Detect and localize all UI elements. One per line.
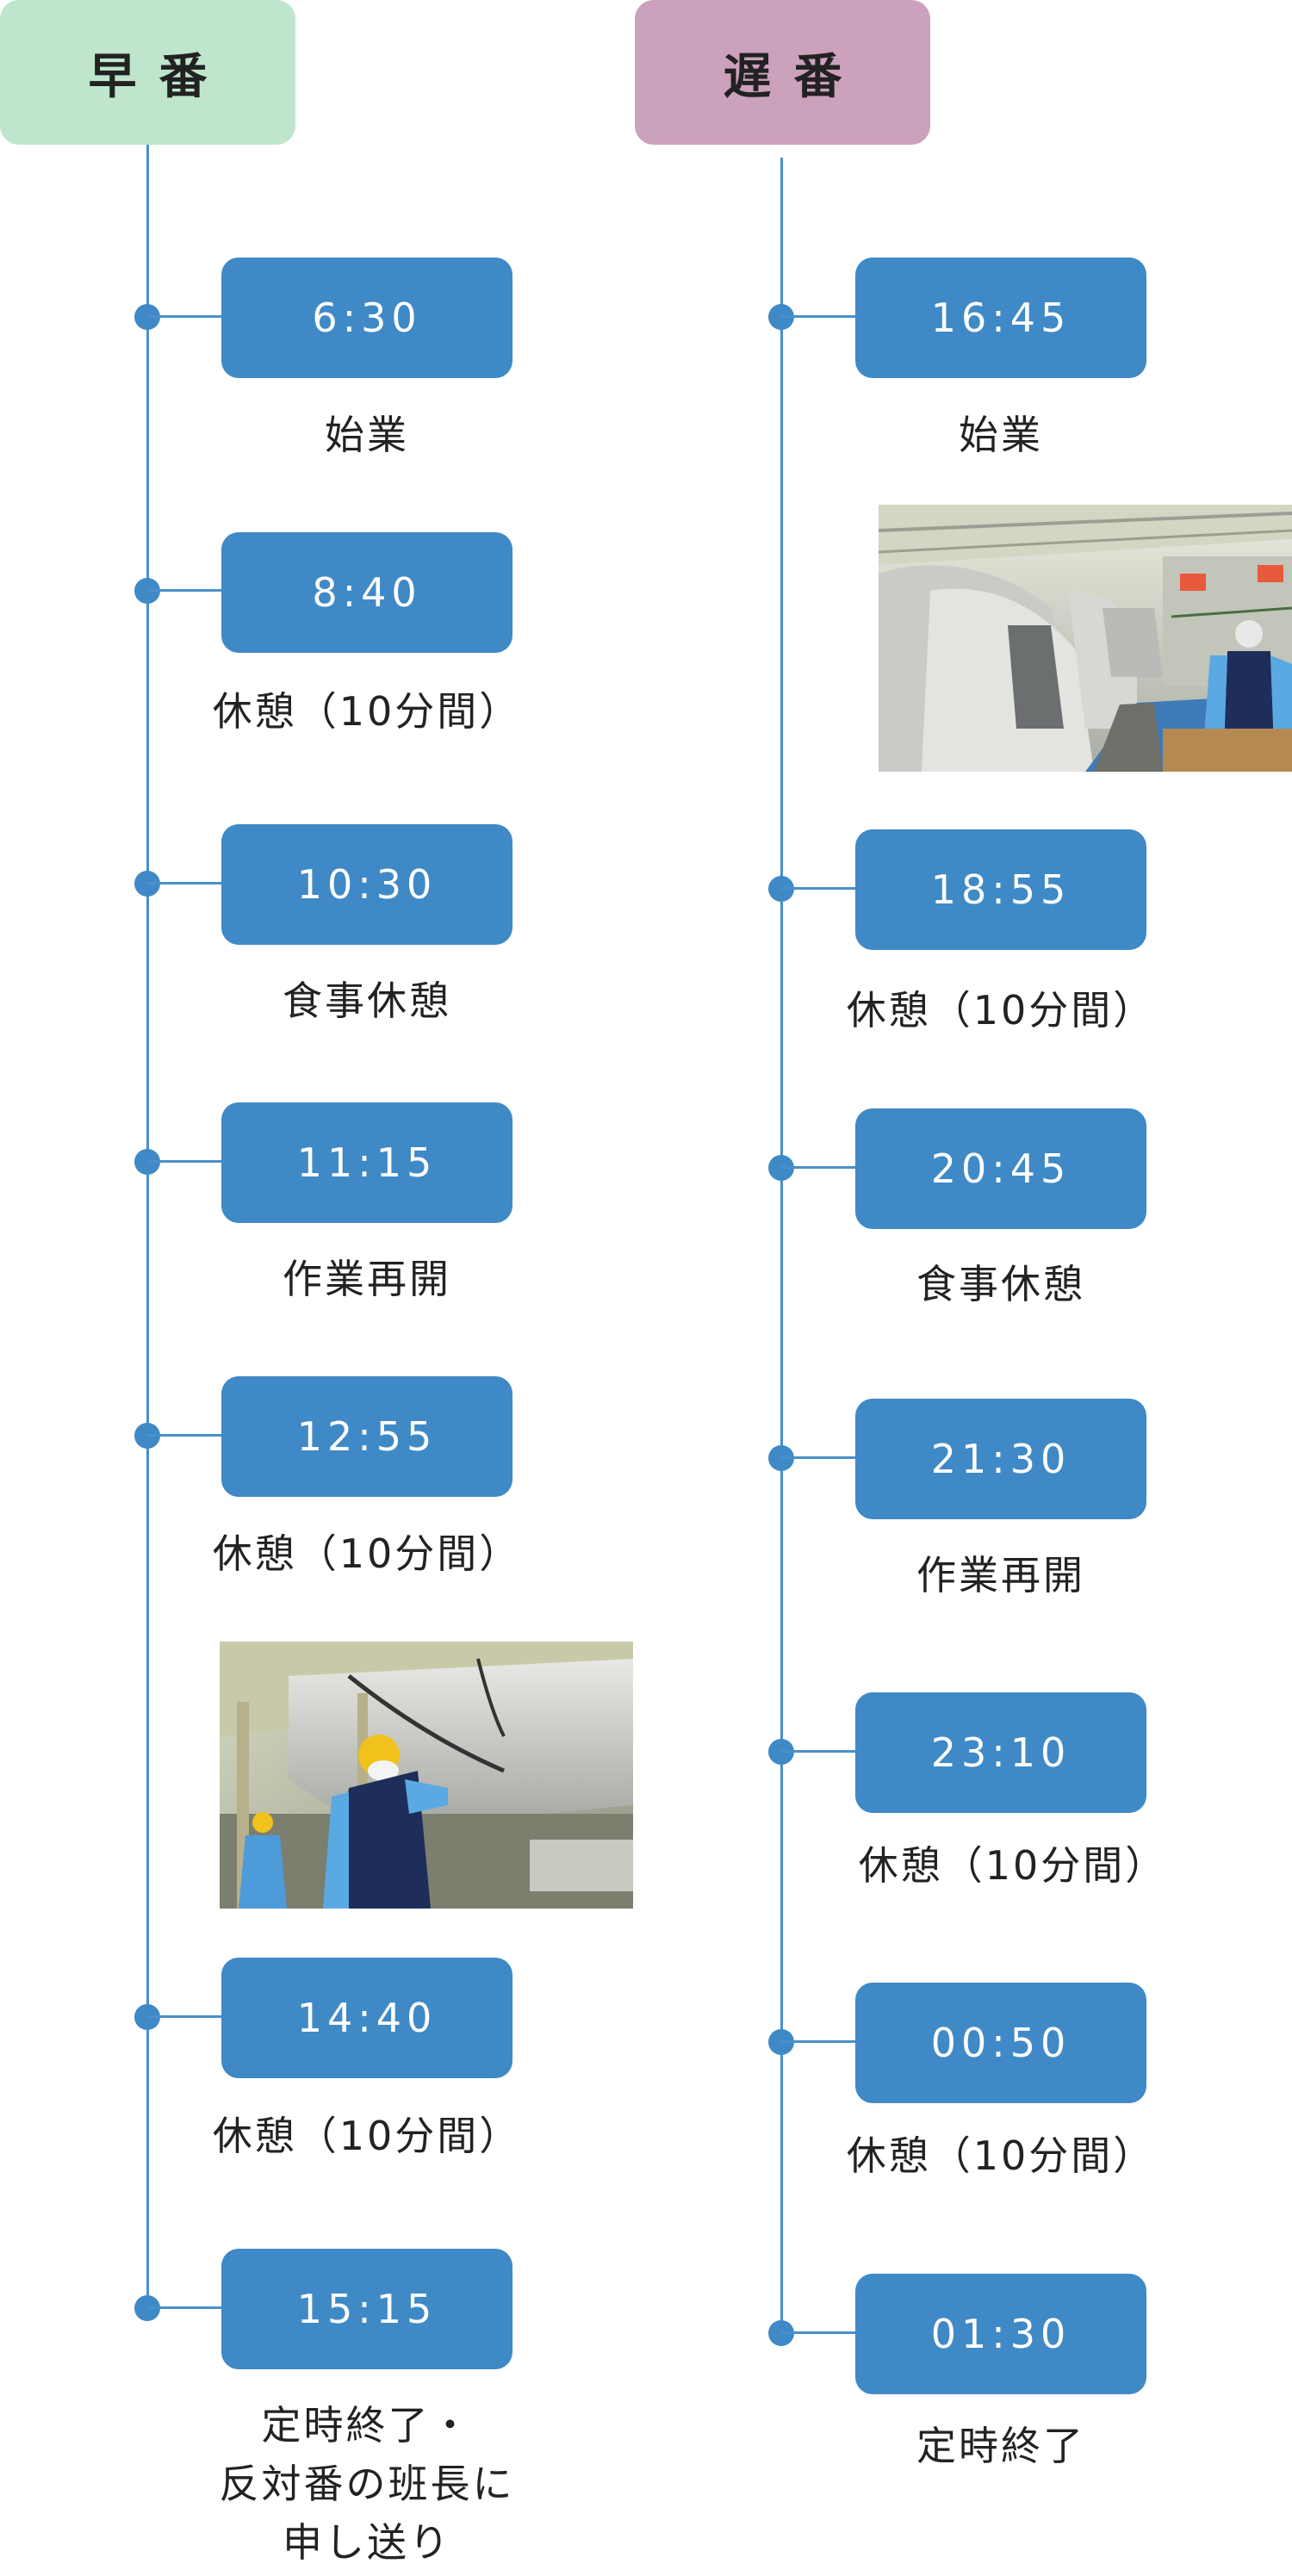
time-text: 8:40	[312, 569, 422, 616]
event-label: 休憩（10分間）	[846, 2132, 1156, 2179]
event-label-line: 申し送り	[283, 2519, 451, 2566]
timeline-connector	[781, 2040, 856, 2043]
time-badge: 11:15	[221, 1102, 512, 1223]
time-text: 18:55	[930, 866, 1071, 913]
event-label: 食事休憩	[916, 1261, 1085, 1307]
event-label: 食事休憩	[283, 978, 451, 1024]
time-text: 21:30	[930, 1436, 1071, 1482]
event-label-multiline: 定時終了・ 反対番の班長に 申し送り	[126, 2396, 608, 2572]
event-label: 休憩（10分間）	[846, 987, 1156, 1034]
time-text: 10:30	[296, 861, 438, 908]
time-badge: 14:40	[221, 1958, 512, 2078]
event-label-line: 反対番の班長に	[219, 2461, 515, 2507]
timeline-connector	[147, 315, 222, 318]
time-badge: 20:45	[855, 1108, 1146, 1229]
late-timeline-line	[780, 158, 783, 2333]
event-label: 休憩（10分間）	[212, 1530, 522, 1577]
time-text: 20:45	[930, 1145, 1071, 1192]
time-badge: 00:50	[855, 1983, 1146, 2103]
event-label: 始業	[959, 412, 1043, 458]
time-text: 6:30	[312, 295, 422, 341]
timeline-connector	[147, 1434, 222, 1437]
time-badge: 12:55	[221, 1376, 512, 1497]
factory-photo-underbody	[220, 1642, 633, 1909]
timeline-connector	[147, 2306, 222, 2309]
time-badge: 21:30	[855, 1399, 1146, 1519]
early-timeline-line	[146, 145, 149, 2315]
time-text: 23:10	[930, 1729, 1071, 1776]
timeline-connector	[781, 1456, 856, 1459]
event-label: 休憩（10分間）	[212, 688, 522, 735]
timeline-connector	[147, 1160, 222, 1163]
event-label: 始業	[325, 412, 409, 458]
timeline-connector	[781, 315, 856, 318]
time-text: 15:15	[296, 2286, 438, 2332]
time-text: 14:40	[296, 1995, 438, 2041]
factory-photo-assembly-line	[879, 505, 1292, 772]
time-text: 00:50	[930, 2020, 1071, 2066]
event-label: 定時終了	[916, 2423, 1085, 2469]
timeline-connector	[147, 589, 222, 592]
time-text: 16:45	[930, 295, 1071, 341]
early-shift-title: 早番	[88, 48, 230, 105]
time-badge: 15:15	[221, 2249, 512, 2369]
time-badge: 23:10	[855, 1692, 1146, 1813]
time-badge: 8:40	[221, 532, 512, 653]
time-badge: 10:30	[221, 824, 512, 945]
early-shift-header: 早番	[0, 0, 295, 145]
timeline-connector	[781, 887, 856, 890]
time-badge: 01:30	[855, 2274, 1146, 2394]
late-shift-title: 遅番	[723, 48, 865, 105]
timeline-connector	[781, 2331, 856, 2334]
time-badge: 16:45	[855, 258, 1146, 378]
event-label: 作業再開	[916, 1552, 1085, 1598]
late-shift-header: 遅番	[635, 0, 930, 145]
timeline-connector	[147, 2015, 222, 2018]
time-text: 11:15	[296, 1139, 438, 1186]
time-badge: 18:55	[855, 829, 1146, 950]
timeline-connector	[781, 1750, 856, 1753]
timeline-connector	[781, 1166, 856, 1169]
time-badge: 6:30	[221, 258, 512, 378]
event-label-line: 定時終了・	[261, 2402, 473, 2449]
timeline-connector	[147, 882, 222, 885]
time-text: 12:55	[296, 1413, 438, 1460]
event-label: 休憩（10分間）	[212, 2113, 522, 2159]
event-label: 作業再開	[283, 1256, 451, 1302]
event-label: 休憩（10分間）	[858, 1842, 1168, 1889]
time-text: 01:30	[930, 2311, 1071, 2357]
